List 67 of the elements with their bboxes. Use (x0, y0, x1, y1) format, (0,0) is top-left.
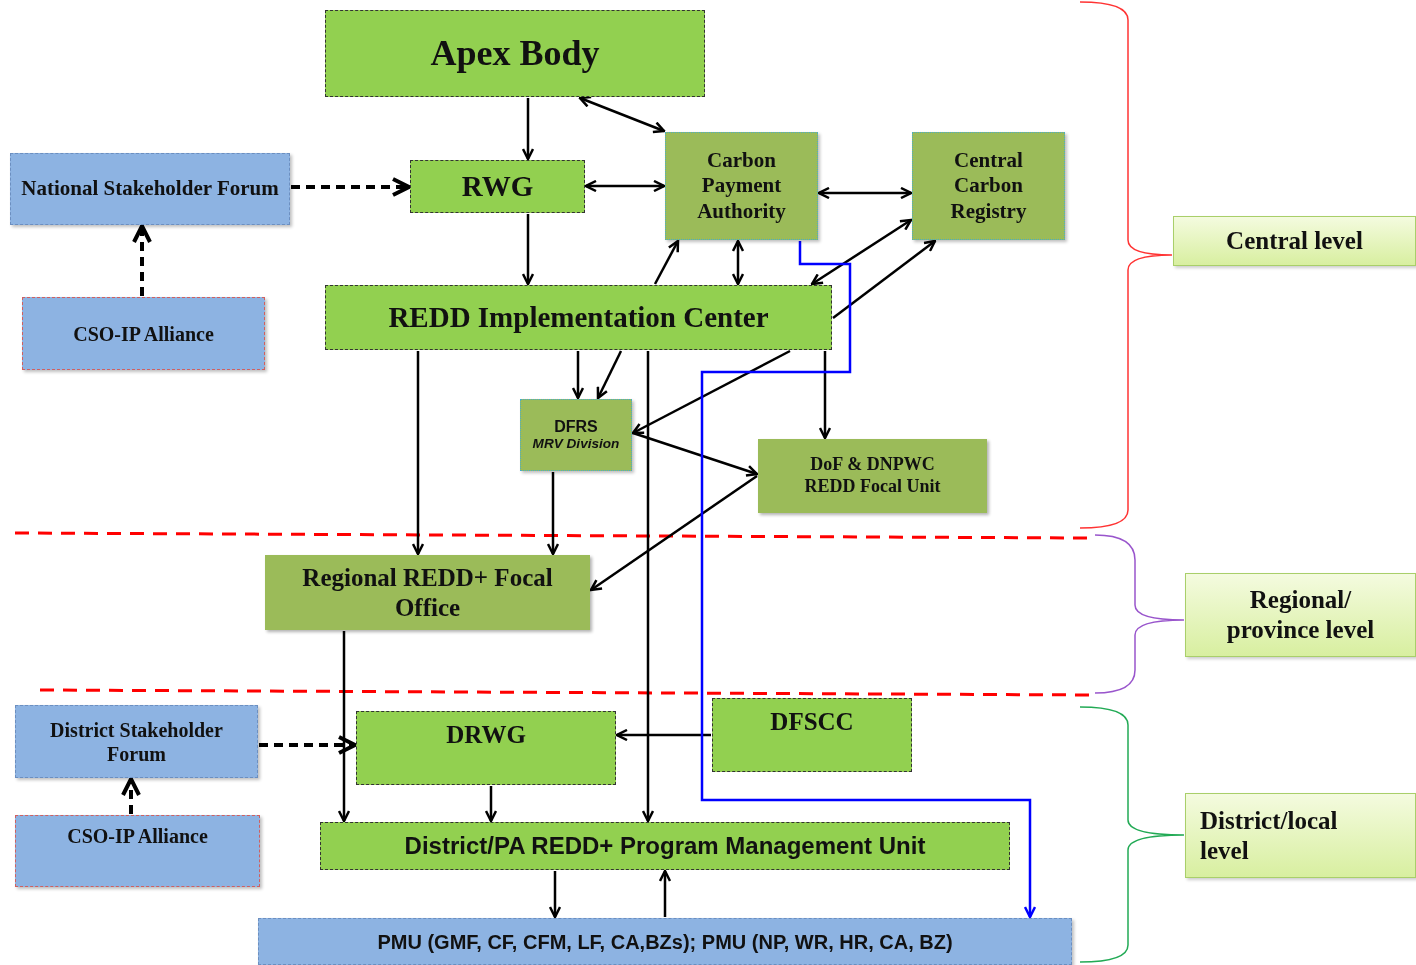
arrow (578, 95, 666, 134)
level-label (1185, 793, 1416, 878)
arrow (810, 218, 913, 286)
node-label: DFSCC (770, 707, 854, 737)
process-box (410, 160, 585, 213)
node-subtitle: MRV Division (532, 436, 620, 453)
process-box (665, 132, 818, 240)
node-label: DoF & DNPWC REDD Focal Unit (803, 454, 942, 498)
arrow (521, 214, 535, 286)
process-box (356, 711, 616, 785)
stakeholder-box (15, 705, 258, 778)
node-label: National Stakeholder Forum (21, 176, 279, 202)
arrow (546, 472, 560, 556)
node-label: DFRS (554, 417, 598, 437)
arrow (584, 179, 666, 193)
arrow (596, 350, 623, 400)
node-label: District/PA REDD+ Program Management Unit (404, 831, 926, 861)
arrow (132, 224, 152, 296)
process-box (325, 285, 832, 350)
process-box (520, 399, 632, 471)
arrow (291, 177, 411, 197)
process-box (265, 555, 590, 630)
node-label: District Stakeholder Forum (49, 717, 224, 766)
arrow (521, 98, 535, 161)
arrow (484, 786, 498, 823)
node-label: RWG (461, 169, 534, 204)
arrow (121, 777, 141, 814)
arrow (337, 631, 351, 823)
arrow (641, 351, 655, 823)
arrow (818, 351, 832, 440)
node-label: Regional REDD+ Focal Office (301, 562, 554, 623)
node-label: REDD Implementation Center (388, 300, 769, 335)
node-label: Central level (1226, 226, 1363, 256)
arrow (571, 351, 585, 400)
arrow (817, 186, 913, 200)
process-box (320, 822, 1010, 870)
process-box (325, 10, 705, 97)
arrow (631, 349, 791, 435)
node-label: Apex Body (430, 31, 600, 75)
process-box (912, 132, 1065, 240)
arrow (832, 239, 937, 319)
stakeholder-box (258, 918, 1072, 965)
node-label: Central Carbon Registry (949, 148, 1028, 224)
arrow (615, 728, 711, 742)
node-label: CSO-IP Alliance (73, 321, 214, 346)
arrow (658, 869, 672, 917)
arrow (411, 351, 425, 556)
node-label: Carbon Payment Authority (696, 148, 787, 224)
node-label: CSO-IP Alliance (67, 824, 208, 848)
level-label (1185, 573, 1416, 657)
arrow (700, 241, 1037, 919)
arrow (731, 239, 745, 286)
arrow (653, 239, 680, 285)
node-label: Regional/ province level (1225, 585, 1376, 645)
node-label: PMU (GMF, CF, CFM, LF, CA,BZs); PMU (NP, WR, HR, CA, BZ) (377, 929, 953, 954)
stakeholder-box (22, 297, 265, 370)
node-label: District/local level (1200, 805, 1339, 866)
arrow (632, 431, 759, 477)
arrow (589, 474, 758, 592)
stakeholder-box (10, 153, 290, 225)
level-label (1173, 216, 1416, 266)
process-box (758, 439, 987, 513)
node-label: DRWG (446, 720, 526, 750)
stakeholder-box (15, 815, 260, 887)
arrow (548, 871, 562, 919)
process-box (712, 698, 912, 772)
arrow (259, 735, 357, 755)
